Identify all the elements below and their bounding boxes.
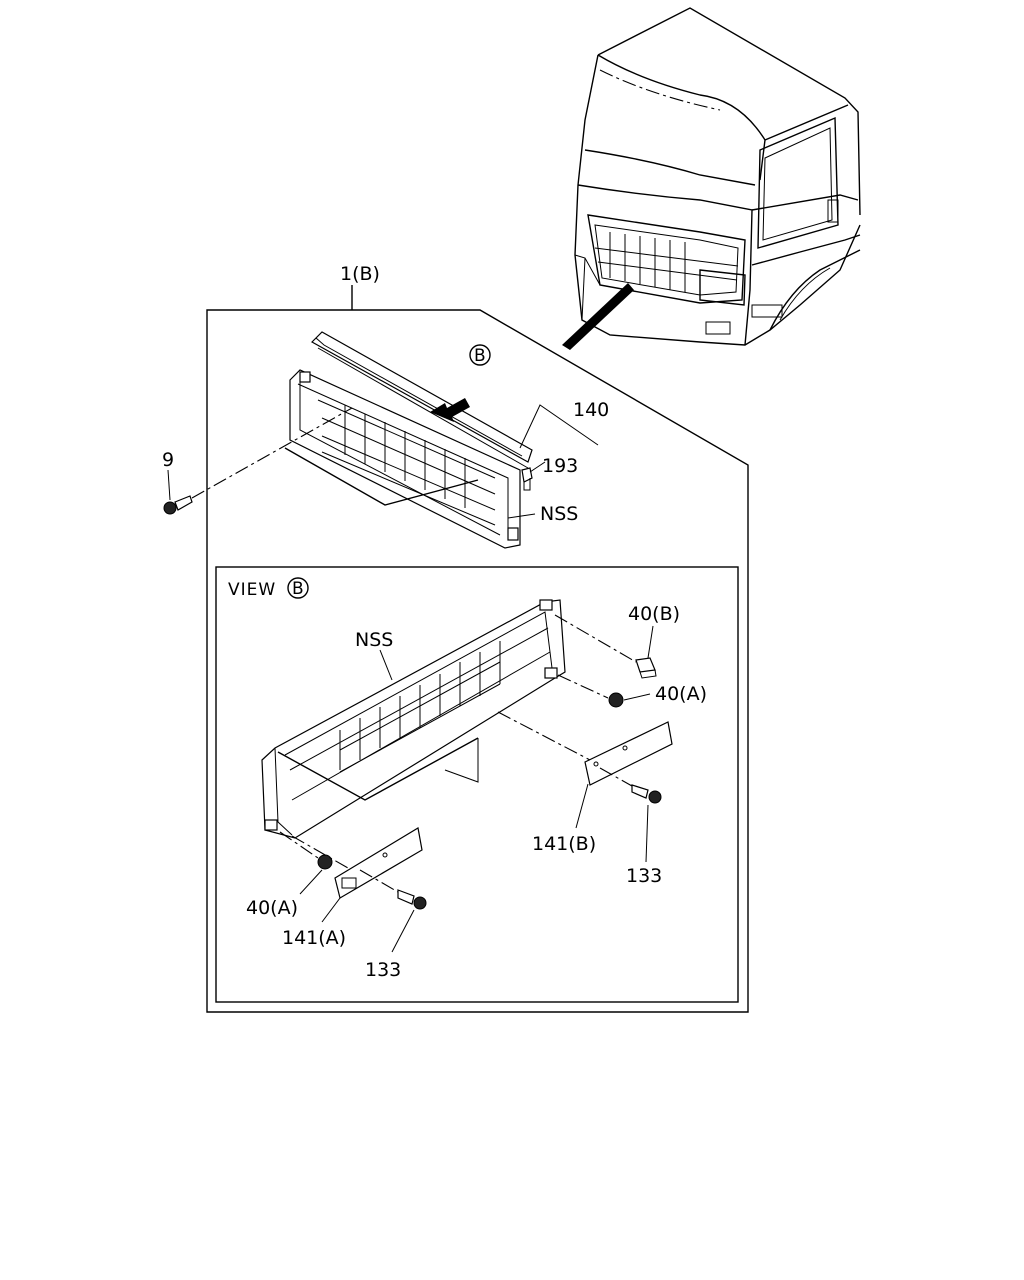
- view-title: VIEW: [228, 580, 276, 600]
- label-133-right: 133: [626, 865, 662, 887]
- label-40a-right: 40(A): [655, 683, 707, 705]
- bracket-plate-icon: [584, 721, 673, 786]
- bracket-clip-icon: [635, 657, 657, 679]
- label-133-left: 133: [365, 959, 401, 981]
- label-40b: 40(B): [628, 603, 680, 625]
- view-ref-label-inset: B: [292, 579, 305, 599]
- view-b-inset: VIEW B: [215, 566, 739, 1003]
- label-141a: 141(A): [282, 927, 346, 949]
- label-40a-left: 40(A): [246, 897, 298, 919]
- assembly-outline: 1(B): [206, 263, 749, 1013]
- label-9: 9: [162, 449, 174, 471]
- label-141b: 141(B): [532, 833, 596, 855]
- view-arrow-icon: B: [430, 344, 491, 422]
- clip-icon: [521, 467, 533, 491]
- view-ref-label-top: B: [474, 346, 487, 366]
- label-193: 193: [542, 455, 578, 477]
- screw-icon-right: [631, 784, 662, 804]
- grille-icon: [284, 331, 533, 549]
- bracket-plate-icon-left: [334, 827, 423, 899]
- nut-icon: [608, 692, 624, 708]
- screw-icon: [163, 495, 193, 515]
- grille-back-view: [261, 599, 566, 839]
- label-140: 140: [573, 399, 609, 421]
- label-nss-view: NSS: [355, 629, 393, 651]
- assembly-label: 1(B): [340, 263, 380, 285]
- screw-icon-left: [397, 889, 427, 910]
- truck-cab-icon: [562, 7, 861, 350]
- label-nss-top: NSS: [540, 503, 578, 525]
